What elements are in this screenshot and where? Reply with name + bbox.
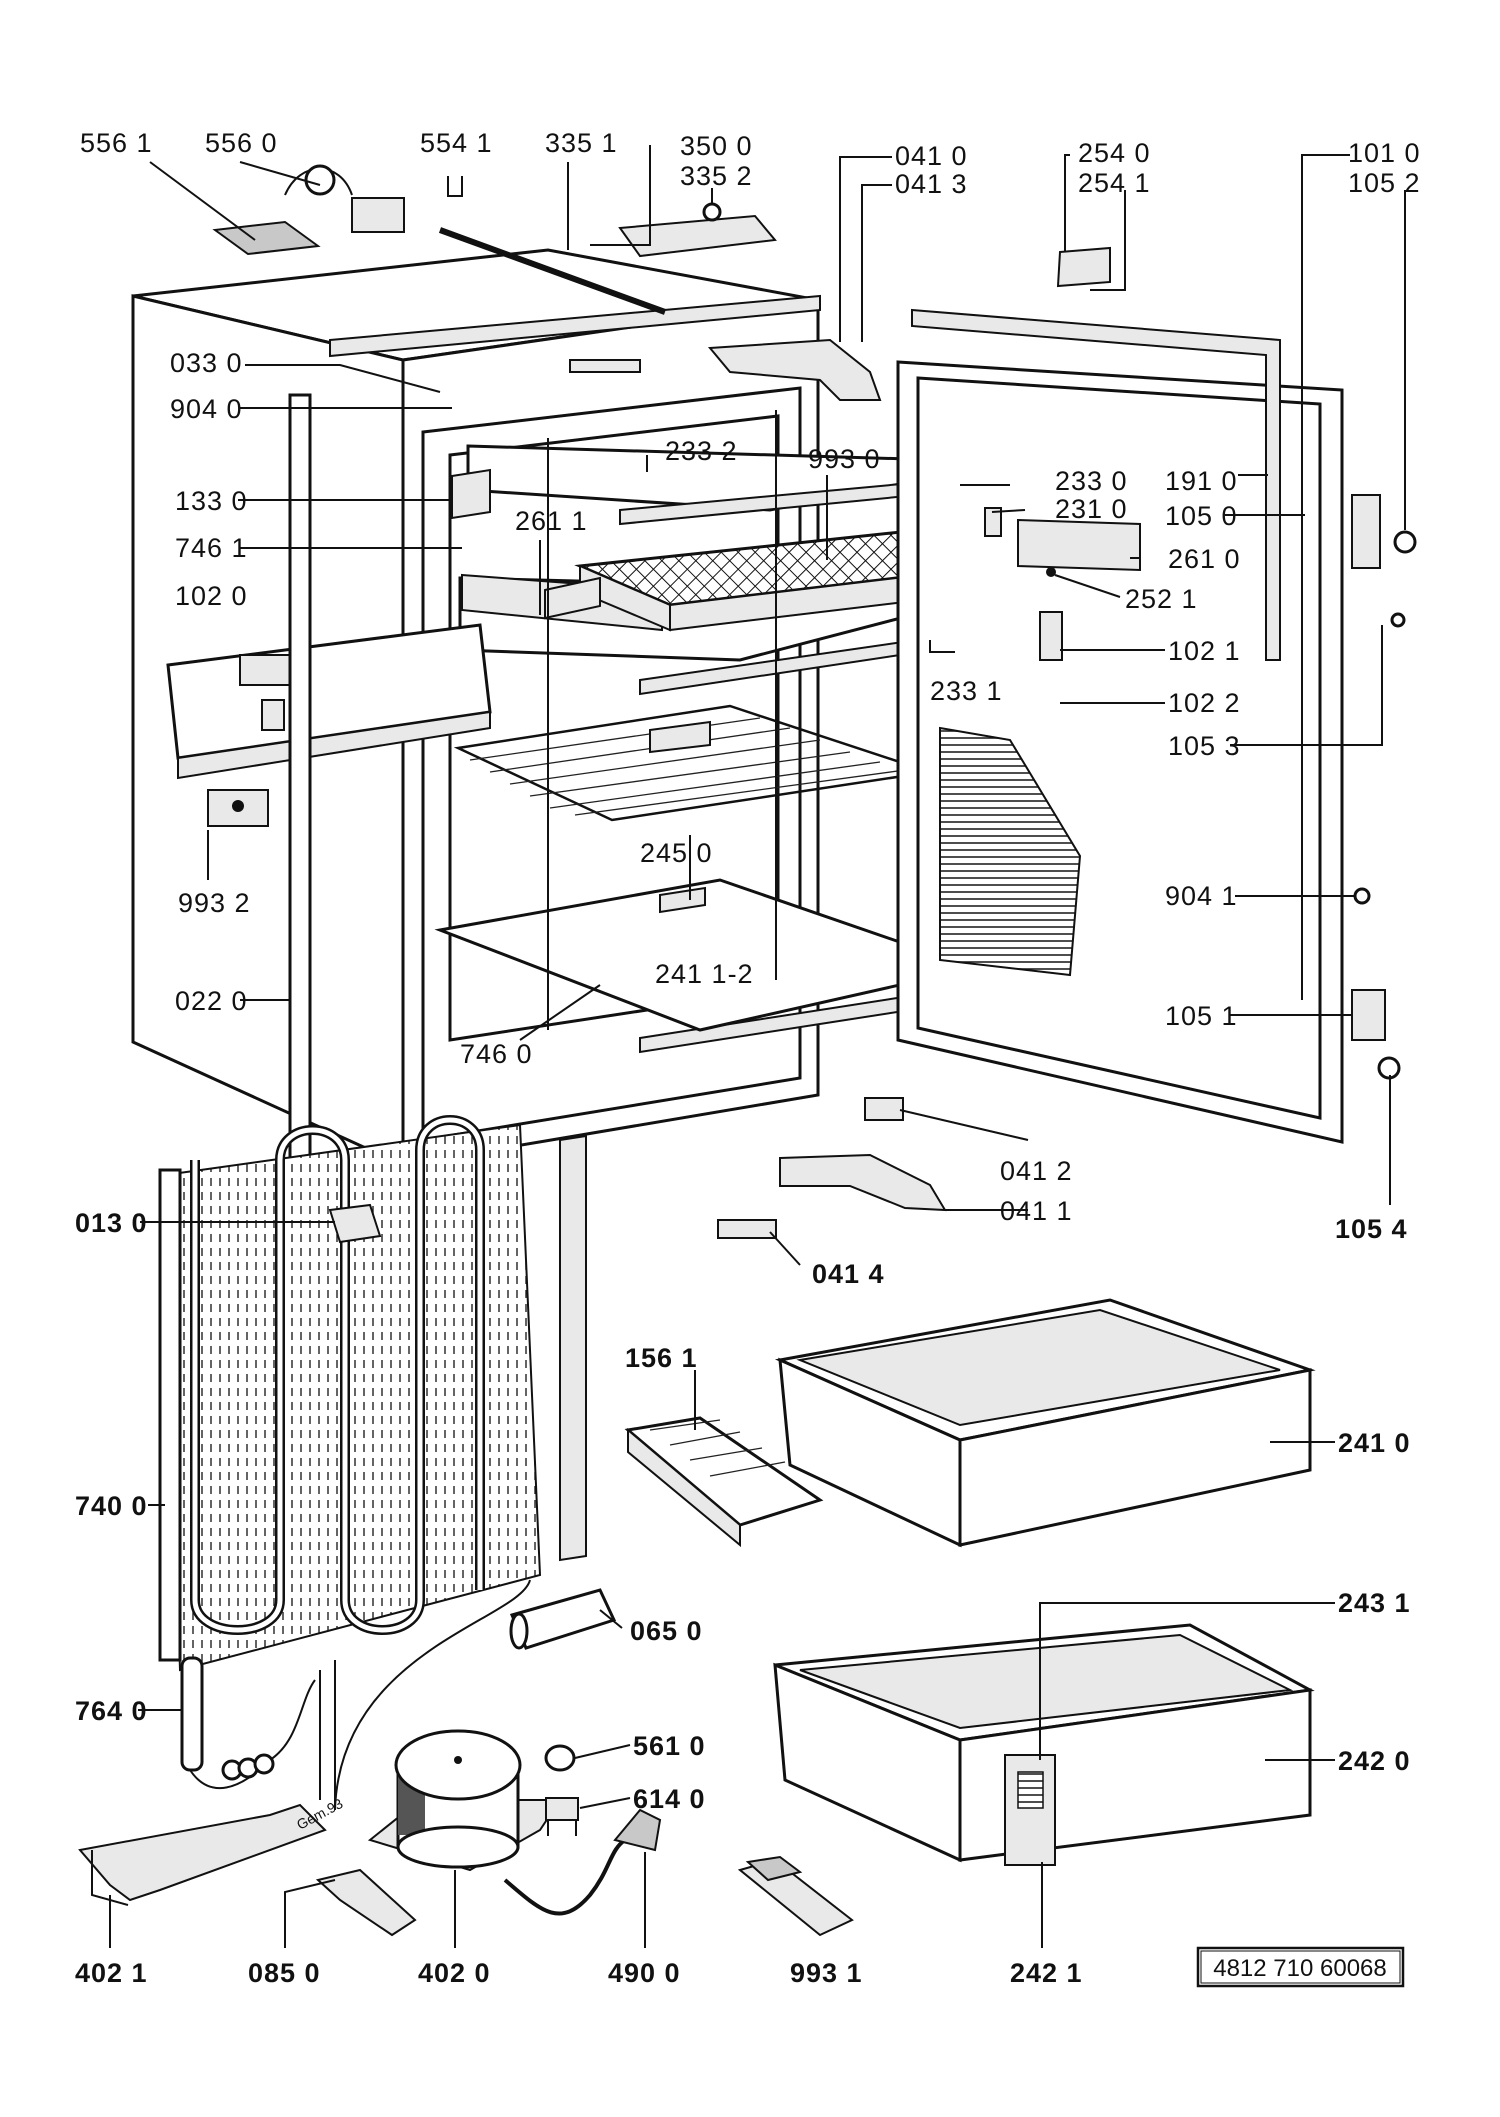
base-bracket-402-1: Gem.93 — [78, 1795, 346, 1906]
drier-764-0 — [180, 1579, 531, 1811]
control-panel-102-0 — [166, 623, 492, 780]
label-065-0: 065 0 — [630, 1616, 703, 1646]
scraper-993-1 — [737, 1855, 854, 1937]
label-556-0: 556 0 — [205, 128, 278, 158]
thermostat-993-2 — [207, 789, 269, 827]
drawer-242-0 — [773, 1623, 1315, 1866]
label-402-1: 402 1 — [75, 1958, 148, 1988]
label-764-0: 764 0 — [75, 1696, 148, 1726]
label-245-0: 245 0 — [640, 838, 713, 868]
label-746-1: 746 1 — [175, 533, 248, 563]
label-350-0: 350 0 — [680, 131, 753, 161]
label-105-2: 105 2 — [1348, 168, 1421, 198]
power-cord-490-0 — [503, 1808, 662, 1916]
leader-lines — [109, 145, 1406, 1948]
label-102-2: 102 2 — [1168, 688, 1241, 718]
label-041-3: 041 3 — [895, 169, 968, 199]
lamp-556-0 — [284, 164, 405, 233]
label-335-1: 335 1 — [545, 128, 618, 158]
label-554-1: 554 1 — [420, 128, 493, 158]
label-233-0: 233 0 — [1055, 466, 1128, 496]
label-561-0: 561 0 — [633, 1731, 706, 1761]
rod-335-1 — [438, 227, 667, 315]
label-243-1: 243 1 — [1338, 1588, 1411, 1618]
label-102-0: 102 0 — [175, 581, 248, 611]
top-hinge-041-0 — [707, 338, 882, 401]
label-033-0: 033 0 — [170, 348, 243, 378]
label-105-0: 105 0 — [1165, 501, 1238, 531]
label-904-1: 904 1 — [1165, 881, 1238, 911]
label-156-1: 156 1 — [625, 1343, 698, 1373]
label-133-0: 133 0 — [175, 486, 248, 516]
switch-554-1 — [447, 176, 463, 197]
condenser-740-0 — [158, 1115, 587, 1672]
door-handle-254-0 — [1056, 246, 1111, 288]
label-105-1: 105 1 — [1165, 1001, 1238, 1031]
seal-strip-022-0 — [288, 393, 312, 1197]
label-993-2: 993 2 — [178, 888, 251, 918]
label-335-2: 335 2 — [680, 161, 753, 191]
part-labels: 556 1 556 0 554 1 335 1 350 0 335 2 041 … — [75, 128, 1421, 1988]
label-402-0: 402 0 — [418, 1958, 491, 1988]
label-242-0: 242 0 — [1338, 1746, 1411, 1776]
label-041-4: 041 4 — [812, 1259, 885, 1289]
label-490-0: 490 0 — [608, 1958, 681, 1988]
label-261-1: 261 1 — [515, 506, 588, 536]
label-254-1: 254 1 — [1078, 168, 1151, 198]
label-191-0: 191 0 — [1165, 466, 1238, 496]
label-105-3: 105 3 — [1168, 731, 1241, 761]
label-252-1: 252 1 — [1125, 584, 1198, 614]
label-241-1-2: 241 1-2 — [655, 959, 754, 989]
label-233-1: 233 1 — [930, 676, 1003, 706]
hinge-cover-350-0 — [618, 202, 777, 258]
label-102-1: 102 1 — [1168, 636, 1241, 666]
label-254-0: 254 0 — [1078, 138, 1151, 168]
label-231-0: 231 0 — [1055, 494, 1128, 524]
relay-parts — [544, 1744, 579, 1836]
label-242-1: 242 1 — [1010, 1958, 1083, 1988]
label-993-1: 993 1 — [790, 1958, 863, 1988]
label-041-2: 041 2 — [1000, 1156, 1073, 1186]
drawer-241-0 — [774, 1298, 1316, 1548]
drawing-number: 4812 710 60068 — [1213, 1955, 1387, 1982]
label-013-0: 013 0 — [75, 1208, 148, 1238]
tube-065-0 — [509, 1588, 617, 1650]
label-746-0: 746 0 — [460, 1039, 533, 1069]
label-993-0: 993 0 — [808, 444, 881, 474]
shelf-supports — [544, 410, 777, 1030]
drawing-number-box: 4812 710 60068 — [1196, 1946, 1405, 1988]
clip-085-0 — [315, 1868, 417, 1937]
bottom-hinge-041-1 — [717, 1097, 947, 1239]
door-101-0 — [896, 308, 1344, 1144]
label-085-0: 085 0 — [248, 1958, 321, 1988]
ice-cube-tray-156-1 — [624, 1416, 824, 1548]
lamp-cover-556-1 — [212, 220, 321, 256]
label-022-0: 022 0 — [175, 986, 248, 1016]
label-904-0: 904 0 — [170, 394, 243, 424]
door-hinge-parts — [984, 494, 1417, 1080]
label-261-0: 261 0 — [1168, 544, 1241, 574]
label-241-0: 241 0 — [1338, 1428, 1411, 1458]
label-041-1: 041 1 — [1000, 1196, 1073, 1226]
label-233-2: 233 2 — [665, 436, 738, 466]
clamp-133-0 — [451, 468, 491, 520]
label-041-0: 041 0 — [895, 141, 968, 171]
label-614-0: 614 0 — [633, 1784, 706, 1814]
compressor-402-0 — [367, 1729, 562, 1872]
label-105-4: 105 4 — [1335, 1214, 1408, 1244]
label-101-0: 101 0 — [1348, 138, 1421, 168]
label-740-0: 740 0 — [75, 1491, 148, 1521]
label-556-1: 556 1 — [80, 128, 153, 158]
